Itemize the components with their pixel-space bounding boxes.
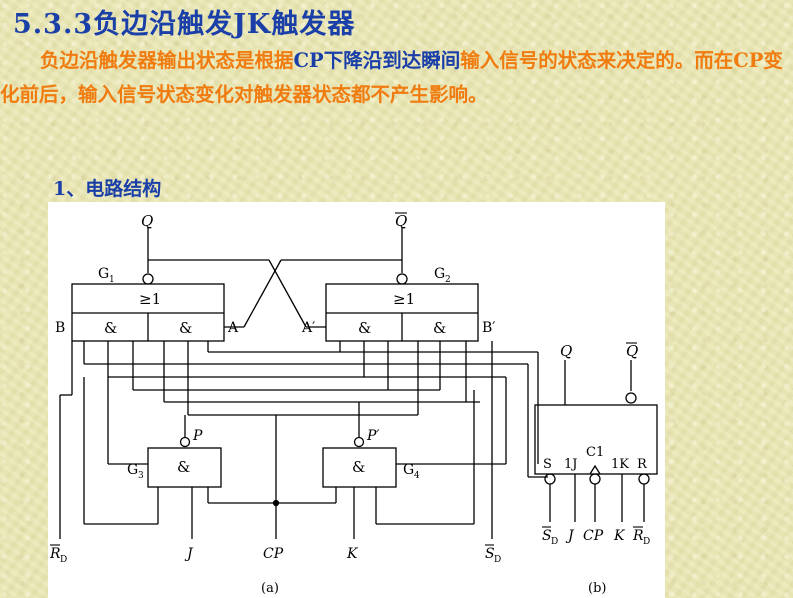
label-g2: G xyxy=(434,266,445,282)
sym-input-rd: R xyxy=(632,528,644,544)
caption-a: (a) xyxy=(261,581,279,596)
gate-g3-box xyxy=(147,447,222,488)
label-g3: G xyxy=(127,462,138,478)
label-j: J xyxy=(184,546,194,562)
label-g1-sub: 1 xyxy=(109,275,115,285)
label-cp: CP xyxy=(263,546,284,562)
label-a-prime: A′ xyxy=(301,320,315,336)
g2-or-symbol: ≥1 xyxy=(393,290,415,308)
g1-or-symbol: ≥1 xyxy=(139,290,161,308)
label-g1: G xyxy=(98,266,109,282)
description-paragraph: 负边沿触发器输出状态是根据CP下降沿到达瞬间输入信号的状态来决定的。而在CP变化… xyxy=(0,44,790,112)
slide-title: 5.3.3负边沿触发JK触发器 xyxy=(13,9,356,40)
label-a: A xyxy=(227,320,239,336)
label-b: B xyxy=(55,320,65,336)
g2-and-left: & xyxy=(358,319,371,337)
sym-label-q: Q xyxy=(560,342,572,360)
sym-input-cp: CP xyxy=(583,528,604,544)
label-rd: R xyxy=(49,546,61,562)
circuit-figure: Q Q G 1 G 2 ≥1 ≥1 & & & & B A A′ B′ P P′… xyxy=(48,202,665,598)
section-heading: 1、电路结构 xyxy=(53,178,162,200)
g2-output-bubble xyxy=(396,273,408,285)
sym-input-rd-sub: D xyxy=(643,537,650,547)
description-text-2: 输入信号的状态来决定的。而在CP变化前后，输入信号状态变化对触发器状态都不产生影… xyxy=(0,49,783,106)
sym-input-k: K xyxy=(613,528,626,544)
label-k: K xyxy=(346,546,359,562)
diagram-wires xyxy=(59,227,658,539)
caption-b: (b) xyxy=(588,581,606,596)
description-highlight: CP下降沿到达瞬间 xyxy=(293,49,461,72)
gate-g4-box xyxy=(322,447,397,488)
label-q-bar: Q xyxy=(395,212,407,230)
g1-and-left: & xyxy=(104,319,117,337)
sym-input-j: J xyxy=(565,528,575,544)
sym-label-r: R xyxy=(637,457,648,472)
label-g4: G xyxy=(403,462,414,478)
label-g4-sub: 4 xyxy=(414,471,420,481)
label-g3-sub: 3 xyxy=(138,471,144,481)
label-sd: S xyxy=(485,546,495,562)
label-p-prime: P′ xyxy=(366,428,380,444)
g4-and-symbol: & xyxy=(352,458,365,476)
sym-label-1j: 1J xyxy=(564,457,577,472)
g1-and-right: & xyxy=(179,319,192,337)
sym-input-sd-sub: D xyxy=(551,537,558,547)
sym-label-q-bar: Q xyxy=(626,342,638,360)
label-rd-sub: D xyxy=(60,555,67,565)
sym-label-1k: 1K xyxy=(611,457,629,472)
sym-label-c1: C1 xyxy=(586,445,604,460)
sym-input-sd: S xyxy=(542,528,552,544)
label-p: P xyxy=(192,428,203,444)
label-g2-sub: 2 xyxy=(445,275,451,285)
circuit-diagram: Q Q G 1 G 2 ≥1 ≥1 & & & & B A A′ B′ P P′… xyxy=(49,212,658,596)
g1-output-bubble xyxy=(142,273,154,285)
label-sd-sub: D xyxy=(494,555,501,565)
description-text-1: 负边沿触发器输出状态是根据 xyxy=(40,49,294,72)
sym-label-s: S xyxy=(543,457,552,472)
g2-and-right: & xyxy=(433,319,446,337)
label-q: Q xyxy=(141,212,153,230)
g3-and-symbol: & xyxy=(177,458,190,476)
label-b-prime: B′ xyxy=(482,320,495,336)
